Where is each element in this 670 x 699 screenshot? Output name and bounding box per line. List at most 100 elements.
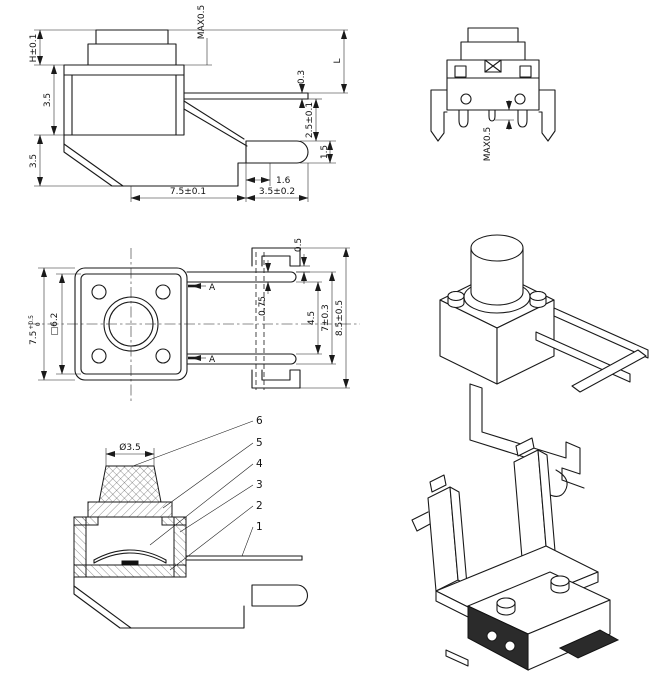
- lead-terminal: [183, 92, 309, 147]
- pin-1: [553, 307, 649, 359]
- bracket-hook-top: [251, 247, 301, 267]
- section-mark-top: A: [188, 282, 216, 293]
- rubber-stem-section: [98, 465, 162, 503]
- dim-label-foot-height: 1.5: [320, 145, 330, 159]
- dim-body-width: 7.5+0.50: [28, 267, 75, 381]
- support-bracket: [63, 134, 247, 187]
- dim-lead-to-foot: 2.5±0.1: [300, 98, 336, 142]
- bracket-cross-bar: [571, 349, 647, 393]
- dim-label-lead-thickness: 0.3: [297, 70, 307, 84]
- switch-body: [446, 59, 540, 111]
- iso-view-top: [439, 234, 649, 497]
- section-label-bottom: A: [209, 355, 216, 365]
- switch-body: [63, 64, 185, 136]
- dim-label-center-to-foot: 7.5±0.1: [170, 187, 206, 197]
- dim-label-top-max: MAX0.5: [197, 5, 207, 39]
- dim-lead-thickness: 0.3: [297, 70, 307, 109]
- dim-label-hook-gap: 0.5: [294, 238, 304, 252]
- dim-label-foot-length: 3.5±0.2: [259, 187, 295, 197]
- callout-4: 4: [256, 458, 263, 470]
- dim-pin-outer-span: 7±0.3: [296, 271, 336, 365]
- dim-label-pin-max: MAX0.5: [483, 127, 493, 161]
- side-clip-left: [430, 89, 448, 142]
- case-ledge-right: [161, 516, 187, 526]
- iso-view-bottom: [411, 437, 620, 671]
- dim-pin-width: 0.75: [258, 260, 272, 316]
- hook-curl: [547, 469, 568, 497]
- pin-upper: [186, 271, 297, 283]
- pin-right: [517, 109, 528, 128]
- stem-cap: [460, 41, 526, 61]
- bracket-hook-bottom: [251, 369, 301, 389]
- front-view: MAX0.5: [430, 27, 556, 161]
- dim-foot-height: 1.5: [300, 140, 336, 164]
- mounting-foot: [245, 140, 309, 164]
- dim-label-body-height: 3.5: [43, 93, 53, 107]
- dim-label-stem-diameter: Ø3.5: [119, 442, 140, 453]
- button-cylinder: [470, 248, 524, 306]
- dim-pin-inner-span: 4.5: [296, 281, 322, 355]
- button-top: [470, 234, 524, 262]
- base-hole-2: [504, 640, 516, 652]
- dim-label-overall-span: 8.5±0.5: [335, 300, 345, 336]
- dim-label-pin-outer-span: 7±0.3: [321, 304, 331, 332]
- metal-dome: [93, 549, 167, 564]
- side-hook: [411, 511, 431, 532]
- top-view: A A 0.5 0.75 4.5: [28, 238, 360, 402]
- dim-lead-length: L: [168, 29, 348, 94]
- side-clip-right: [538, 89, 556, 142]
- dim-label-body-width: 7.5+0.50: [28, 315, 42, 345]
- dim-label-stem-height: H±0.1: [29, 34, 39, 63]
- dim-foot-offset: 1.6: [245, 163, 291, 186]
- inner-square: [80, 273, 182, 375]
- arm-tab-right: [515, 437, 535, 457]
- dim-label-pin-inner-span: 4.5: [307, 311, 317, 325]
- dim-pin-max: MAX0.5: [483, 100, 514, 161]
- base-hole-1: [486, 630, 498, 642]
- dim-label-lead-to-foot: 2.5±0.1: [305, 102, 315, 138]
- section-label-top: A: [209, 283, 216, 293]
- callout-1: 1: [256, 521, 263, 533]
- callout-2: 2: [256, 500, 263, 512]
- stem-top: [95, 29, 169, 45]
- dim-body-height: 3.5: [34, 64, 64, 136]
- lead-terminal: [185, 555, 303, 561]
- terminal-block: [558, 629, 620, 659]
- section-view: Ø3.5 6: [73, 415, 308, 629]
- center-contact: [121, 560, 139, 566]
- dim-top-max: MAX0.5: [184, 5, 212, 66]
- dim-label-inner-square: □6.2: [50, 313, 60, 336]
- button-inner: [108, 301, 154, 347]
- section-mark-bottom: A: [188, 354, 216, 365]
- cover-section: [87, 501, 173, 518]
- bracket-hooks: [539, 441, 585, 489]
- stem-top: [467, 27, 519, 43]
- callouts: 6 5 4 3 2 1: [132, 415, 263, 571]
- pin-left: [458, 109, 469, 128]
- dim-label-lead-length: L: [333, 58, 343, 63]
- callout-5: 5: [256, 437, 263, 449]
- pin-center: [488, 109, 496, 122]
- dim-stem-height: H±0.1: [29, 29, 96, 66]
- dim-overall-span: 8.5±0.5: [300, 247, 350, 389]
- support-bracket: [73, 576, 245, 629]
- stem-cap: [87, 43, 177, 66]
- dim-label-foot-offset: 1.6: [276, 176, 291, 186]
- switch-body-side: [527, 599, 611, 671]
- arm-tab-left: [429, 474, 447, 493]
- dim-inner-square: □6.2: [50, 273, 81, 375]
- pin-lower: [186, 353, 297, 365]
- callout-3: 3: [256, 479, 263, 491]
- mounting-foot: [251, 584, 308, 607]
- dim-label-pin-width: 0.75: [258, 296, 268, 316]
- body-right-face: [496, 299, 555, 385]
- dim-stem-diameter: Ø3.5: [105, 442, 155, 466]
- lead-stub: [445, 649, 469, 667]
- callout-6: 6: [256, 415, 263, 427]
- case-bottom: [73, 564, 187, 578]
- button-outer: [103, 296, 159, 352]
- side-view: H±0.1 3.5 3.5 MAX0.5 0.3 2.5±0.1: [29, 5, 348, 202]
- body-outline: [74, 267, 188, 381]
